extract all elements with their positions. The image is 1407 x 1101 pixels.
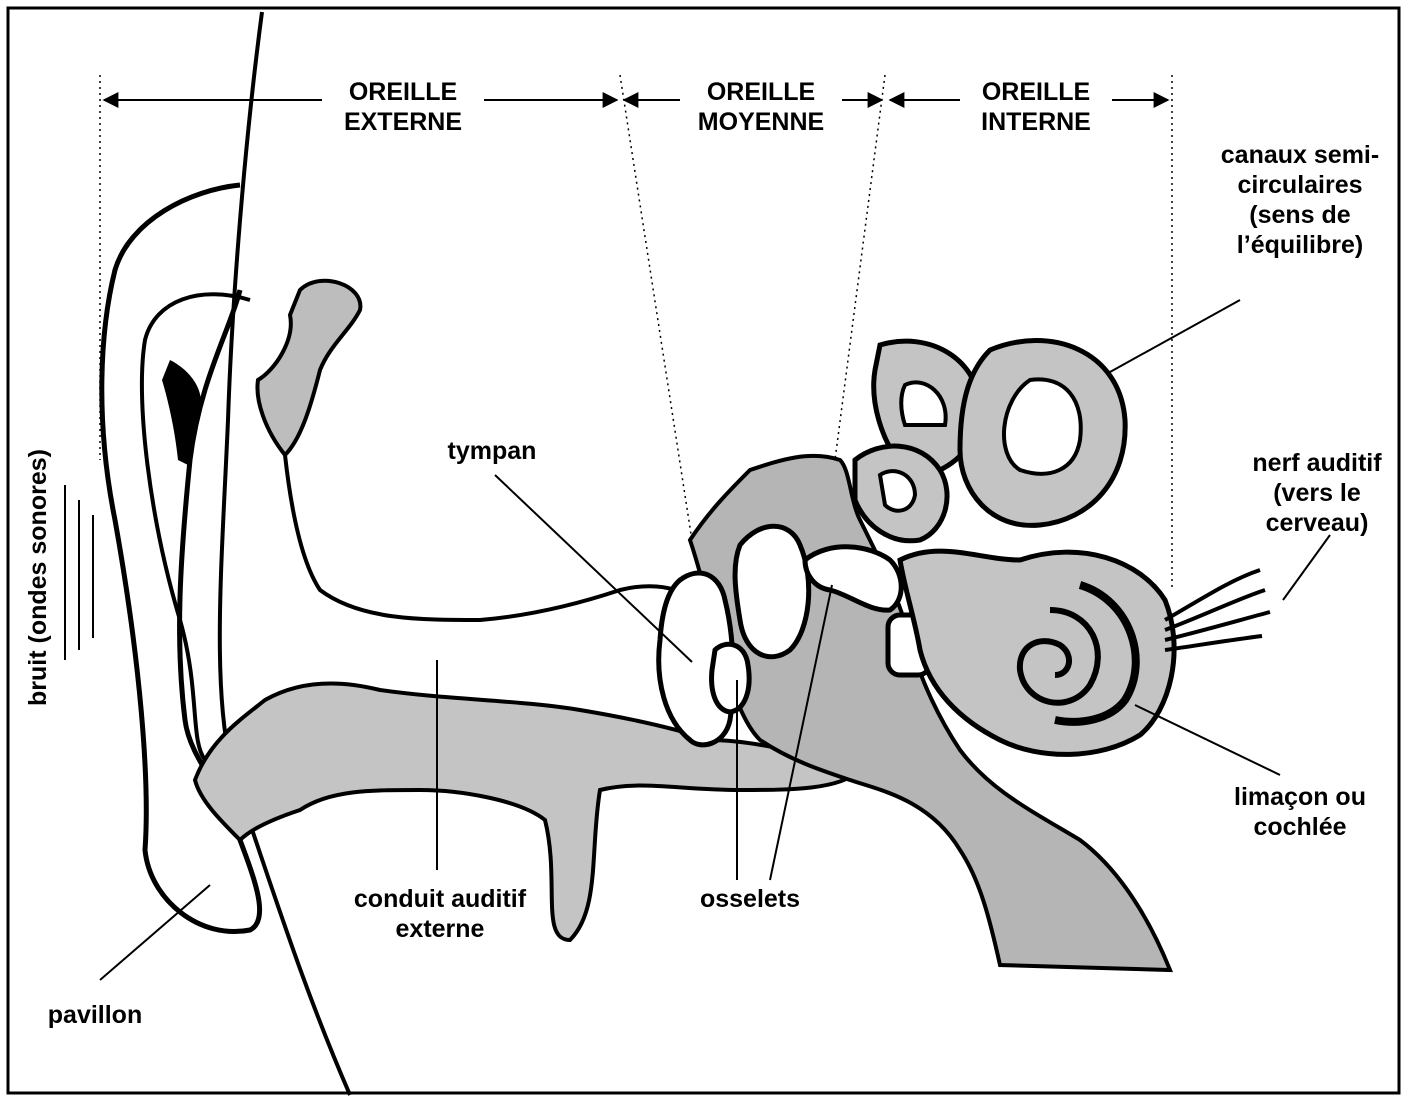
section-middle-line1: OREILLE [686, 77, 836, 107]
label-canal-line1: conduit auditif [340, 884, 540, 914]
label-nerve-line2: (vers le [1232, 478, 1402, 508]
section-inner-line1: OREILLE [966, 77, 1106, 107]
canal-upper-wall [285, 455, 675, 620]
label-cochlea-line2: cochlée [1215, 812, 1385, 842]
label-tympan: tympan [432, 436, 552, 466]
section-label-middle: OREILLE MOYENNE [680, 77, 842, 137]
label-ossicles: osselets [690, 884, 810, 914]
label-pinna-text: pavillon [30, 1000, 160, 1030]
label-sound-text: bruit (ondes sonores) [24, 449, 52, 706]
label-canals: canaux semi- circulaires (sens de l’équi… [1200, 140, 1400, 260]
section-middle-line2: MOYENNE [686, 107, 836, 137]
crus-shape [257, 281, 360, 455]
label-tympan-text: tympan [432, 436, 552, 466]
label-canals-line1: canaux semi- [1200, 140, 1400, 170]
label-nerve: nerf auditif (vers le cerveau) [1232, 448, 1402, 538]
pinna-cavity [162, 360, 201, 465]
sound-waves [65, 485, 93, 660]
label-cochlea: limaçon ou cochlée [1215, 782, 1385, 842]
label-nerve-line1: nerf auditif [1232, 448, 1402, 478]
section-outer-line2: EXTERNE [328, 107, 478, 137]
label-ossicles-text: osselets [690, 884, 810, 914]
label-canal: conduit auditif externe [340, 884, 540, 944]
label-nerve-line3: cerveau) [1232, 508, 1402, 538]
auditory-nerve [1165, 570, 1270, 650]
section-label-inner: OREILLE INTERNE [960, 77, 1112, 137]
label-canal-line2: externe [340, 914, 540, 944]
label-canals-line2: circulaires [1200, 170, 1400, 200]
label-canals-line4: l’équilibre) [1200, 230, 1400, 260]
section-outer-line1: OREILLE [328, 77, 478, 107]
section-inner-line2: INTERNE [966, 107, 1106, 137]
label-sound: bruit (ondes sonores) [24, 449, 53, 706]
label-canals-line3: (sens de [1200, 200, 1400, 230]
section-label-outer: OREILLE EXTERNE [322, 77, 484, 137]
label-cochlea-line1: limaçon ou [1215, 782, 1385, 812]
label-pinna: pavillon [30, 1000, 160, 1030]
